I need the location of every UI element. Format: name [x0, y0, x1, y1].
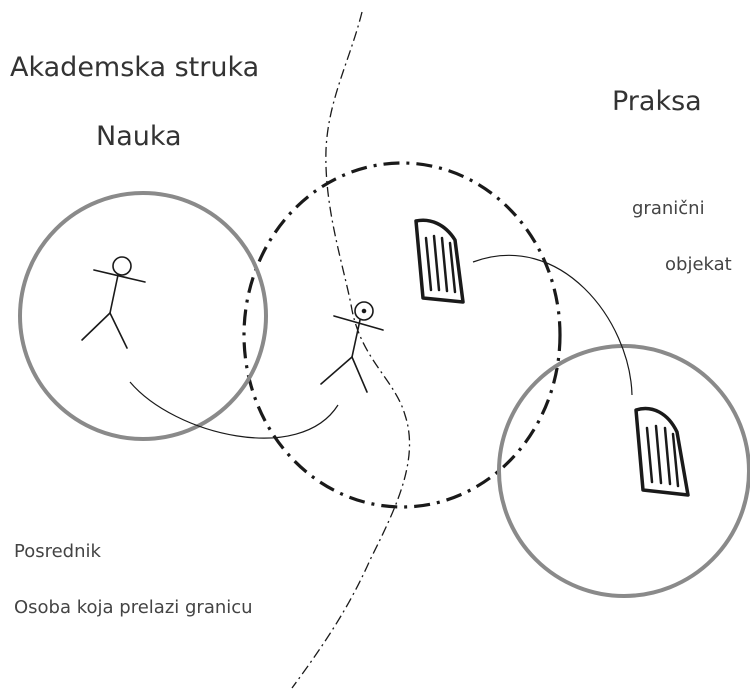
academic-label: Akademska struka: [10, 52, 260, 83]
boundary-object-label-line1: granični: [632, 198, 705, 219]
practice-circle: [497, 344, 750, 598]
stick-figure-icon: [81, 256, 146, 349]
boundary-object-label-line2: objekat: [665, 254, 732, 275]
mediator-label: Posrednik: [14, 541, 101, 562]
science-circle: [18, 191, 268, 441]
connector-arc-left: [129, 381, 339, 439]
mediation-zone-circle: [242, 161, 562, 509]
document-icon: [414, 218, 465, 304]
boundary-line: [291, 11, 411, 689]
connector-arc-right: [472, 254, 633, 396]
science-label: Nauka: [96, 121, 182, 152]
practice-label: Praksa: [612, 86, 702, 117]
boundary-crosser-label: Osoba koja prelazi granicu: [14, 597, 253, 618]
document-icon: [634, 406, 690, 497]
stick-figure-icon: [320, 301, 384, 393]
